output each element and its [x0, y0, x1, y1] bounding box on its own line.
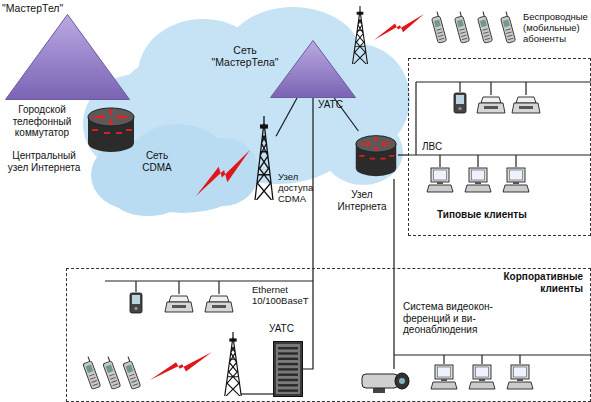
pbx-cabinet-part	[278, 358, 298, 360]
switch-triangle-part	[6, 15, 130, 100]
router-icon-part	[108, 109, 114, 115]
router-icon-part	[93, 114, 106, 120]
mobile-phones-part	[430, 11, 446, 43]
pbx-cabinet: УАТС	[273, 341, 303, 397]
router-icon-part	[356, 136, 396, 153]
pc-device	[503, 168, 529, 192]
pc-device	[431, 365, 457, 389]
pbx-cabinet-part	[278, 379, 298, 381]
pbx-cabinet-part	[278, 389, 298, 391]
pda-device	[130, 293, 142, 313]
mobile-phone	[121, 356, 141, 389]
pc-device	[427, 168, 453, 192]
video-camera-part	[399, 378, 405, 384]
router-icon-part	[360, 141, 371, 147]
path-part	[440, 155, 516, 167]
mobile-phones-part	[453, 11, 469, 43]
radio-link	[374, 14, 424, 40]
pc-device	[465, 168, 491, 192]
pbx-cabinet-part	[278, 384, 298, 386]
printer-device	[205, 296, 233, 312]
switch-triangle: "МастерТел"Городской телефонный коммутат…	[5, 14, 130, 100]
router-icon-part	[373, 146, 378, 152]
node-label: Сеть CDMA	[135, 150, 179, 173]
printer-device	[165, 296, 193, 312]
pbx-cabinet-shape	[273, 341, 303, 397]
network-label: ЛВС	[422, 141, 462, 153]
node-label: Сеть "МастерТела"	[202, 44, 288, 68]
mobile-phones: Беспроводные (мобильные) абоненты	[428, 10, 520, 46]
node-label: Узел доступа CDMA	[278, 172, 313, 205]
pda-device	[454, 93, 466, 113]
switch-triangle: УАТС	[270, 40, 356, 98]
router-icon-part	[88, 108, 134, 126]
video-camera-part	[395, 373, 409, 389]
switch-triangle-part	[271, 41, 356, 98]
network-label: Ethernet 10/100BaseT	[252, 285, 310, 307]
radio-tower	[225, 332, 242, 396]
switch-triangle-shape	[5, 14, 130, 100]
pc-device	[507, 365, 533, 389]
node-label: Корпоративные клиенты	[465, 271, 583, 294]
printer-device	[477, 97, 505, 113]
mobile-phones-shape	[428, 10, 520, 46]
antenna-tower-shape	[252, 116, 276, 200]
client-zone: Корпоративные клиентыУАТС Система видеоко…	[66, 268, 591, 402]
node-label: УАТС	[269, 323, 309, 335]
router-icon-part	[88, 134, 134, 152]
node-label: УАТС	[318, 99, 358, 111]
pbx-cabinet-part	[276, 344, 300, 394]
node-label: Городской телефонный коммутатор	[7, 104, 77, 139]
antenna-tower: Узел доступа CDMA	[252, 116, 276, 200]
path-part	[394, 355, 591, 364]
video-camera-part	[362, 374, 398, 388]
path-part	[408, 82, 591, 155]
video-camera: Система видеокон- ференций и ви- деонабл…	[359, 369, 411, 393]
pc-device	[469, 365, 495, 389]
mobile-phones-part	[476, 11, 492, 43]
router-icon-part	[373, 137, 378, 143]
node-label: "МастерТел"	[2, 2, 74, 14]
pbx-cabinet-part	[278, 374, 298, 376]
mobile-phone	[81, 356, 101, 389]
path-part	[460, 82, 526, 95]
node-label: Типовые клиенты	[437, 209, 557, 221]
printer-device	[512, 97, 540, 113]
node-label: Система видеокон- ференций и ви- деонабл…	[403, 301, 499, 336]
pbx-cabinet-part	[278, 368, 298, 370]
router-icon-part	[92, 130, 132, 133]
pbx-cabinet-part	[274, 342, 303, 397]
pbx-cabinet-part	[278, 347, 298, 349]
router-icon-part	[380, 141, 391, 147]
connector-line	[393, 179, 394, 369]
switch-triangle-shape	[270, 40, 356, 98]
router-icon-part	[359, 156, 394, 159]
node-label: Узел Интернета	[334, 189, 390, 212]
network-cloud-part	[113, 180, 183, 216]
pbx-cabinet-part	[278, 352, 298, 354]
antenna-tower-part	[255, 116, 273, 200]
router-icon: Узел Интернета	[354, 131, 398, 179]
connector-line	[398, 154, 408, 155]
node-label: Беспроводные (мобильные) абоненты	[523, 12, 591, 45]
mobile-phones-part	[499, 11, 515, 43]
path-part	[241, 393, 273, 394]
router-icon-shape	[354, 131, 398, 179]
video-camera-shape	[359, 369, 411, 393]
radio-link	[150, 352, 212, 380]
router-icon: Центральный узел Интернета	[86, 103, 136, 155]
pbx-cabinet-part	[278, 363, 298, 365]
mobile-phone	[101, 356, 121, 389]
router-icon-shape	[86, 103, 136, 155]
router-icon-part	[116, 114, 129, 120]
router-icon-part	[108, 119, 114, 125]
router-icon-part	[356, 160, 396, 177]
node-label: Центральный узел Интернета	[2, 150, 86, 173]
